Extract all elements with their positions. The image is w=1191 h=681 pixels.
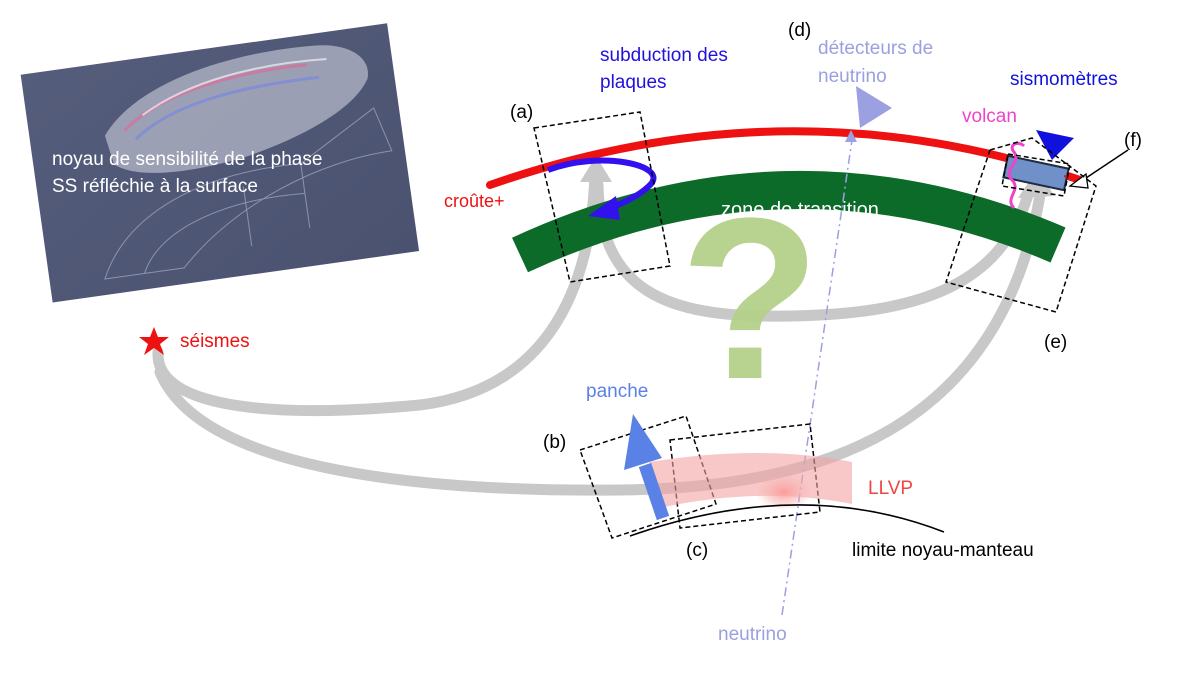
crust-label: croûte+ bbox=[444, 191, 505, 211]
crust-line bbox=[486, 127, 1084, 189]
volcano-squiggle bbox=[1007, 141, 1026, 210]
panche-arrow-shaft bbox=[638, 462, 670, 521]
label-f-pointer bbox=[1079, 149, 1129, 183]
llvp-region bbox=[650, 453, 852, 508]
panche-arrowhead bbox=[624, 414, 662, 470]
label-b: (b) bbox=[543, 432, 566, 453]
neutrino-path bbox=[781, 139, 853, 616]
neutrino-detector-icon bbox=[856, 86, 892, 128]
ray-path-shallow bbox=[152, 169, 601, 416]
subduction-label-line-2: plaques bbox=[600, 72, 667, 93]
neutrino-detector-label-line-2: neutrino bbox=[818, 66, 887, 87]
label-d: (d) bbox=[788, 20, 811, 41]
dashed-box-b bbox=[579, 415, 717, 539]
dashed-box-a bbox=[533, 111, 671, 283]
seismometer-label: sismomètres bbox=[1010, 69, 1118, 90]
subduction-label-line-1: subduction des bbox=[600, 45, 728, 66]
transition-zone-band bbox=[512, 171, 1066, 273]
ray-path-deep bbox=[154, 189, 1046, 496]
neutrino-detector-label-line-1: détecteurs de bbox=[818, 38, 933, 59]
core-mantle-boundary bbox=[629, 504, 945, 537]
inset-caption-line-2: SS réfléchie à la surface bbox=[52, 176, 258, 197]
label-a: (a) bbox=[510, 102, 533, 123]
transition-zone-label: zone de transition bbox=[721, 199, 879, 221]
llvp-hotspot bbox=[756, 474, 812, 510]
dashed-boxes bbox=[533, 111, 1097, 539]
label-e: (e) bbox=[1044, 332, 1067, 353]
core-mantle-boundary-label: limite noyau-manteau bbox=[852, 540, 1034, 561]
label-f: (f) bbox=[1124, 130, 1142, 151]
seismes-label: séismes bbox=[180, 331, 250, 352]
ray-paths bbox=[152, 169, 1046, 496]
volcano-label: volcan bbox=[962, 106, 1017, 127]
sensitivity-kernel-inset bbox=[20, 23, 420, 303]
neutrino-arrowhead bbox=[845, 130, 857, 142]
subduction-arrowhead bbox=[588, 196, 620, 220]
ray-arrowhead-left bbox=[580, 156, 612, 182]
dashed-box-e bbox=[945, 137, 1097, 313]
inset-caption-line-1: noyau de sensibilité de la phase bbox=[52, 149, 322, 170]
llvp-label: LLVP bbox=[868, 478, 913, 499]
ray-path-transition bbox=[592, 179, 1034, 322]
neutrino-label: neutrino bbox=[718, 624, 787, 645]
seismometer-icon bbox=[1036, 130, 1074, 160]
earthquake-star-icon bbox=[139, 327, 169, 355]
panche-label: panche bbox=[586, 381, 648, 402]
dashed-box-f bbox=[1001, 153, 1071, 197]
volcano-block bbox=[1002, 154, 1070, 192]
label-c: (c) bbox=[686, 540, 708, 561]
